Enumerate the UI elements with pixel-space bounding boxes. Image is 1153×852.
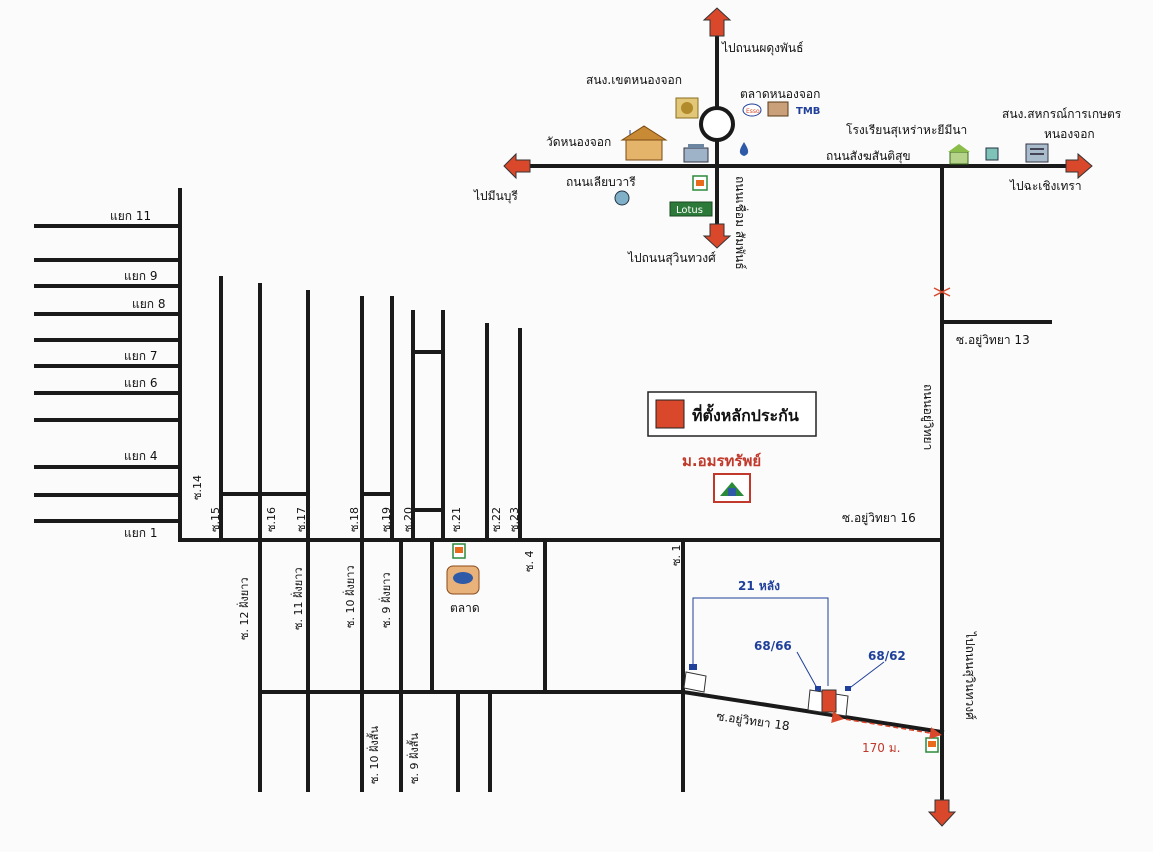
market-building-icon [767,101,789,117]
legend-swatch [655,399,685,429]
label-branch-6: แยก 6 [124,376,157,390]
label-school: โรงเรียนสุเหร่าหะยีมีนา [846,123,967,138]
label-liap-wari: ถนนเลียบวารี [566,175,636,189]
seven-eleven-icon [692,175,708,191]
project-logo-icon [713,473,751,503]
label-branch-11: แยก 11 [110,209,151,223]
label-soi-19: ซ.19 [380,507,393,532]
label-soi-15: ซ.15 [209,507,222,532]
soi-top-labels: ซ.14 ซ.15 ซ.16 ซ.17 ซ.18 ซ.19 ซ.20 ซ.21 … [191,475,521,532]
label-distance: 170 ม. [862,741,900,755]
arrow-east-icon [1065,152,1093,180]
label-project: ม.อมรทรัพย์ [682,452,761,470]
collateral-plot [821,689,837,713]
market-icon [446,565,480,595]
roundabout [699,106,735,142]
label-chueam: ถนนเชื่อม สัมพันธ์ [733,176,749,270]
label-district-office: สนง.เขตหนองจอก [586,73,682,87]
legend: ที่ตั้งหลักประกัน [647,391,817,437]
label-soi-23: ซ.23 [508,507,521,532]
label-south-right: ไปถนนสุวินทวงศ์ [962,631,977,720]
label-soi-20: ซ.20 [402,507,415,532]
label-soi-16t: ซ.16 [265,507,278,532]
emblem-icon [614,190,630,206]
label-uthai-road: ถนนอยู่วิทยา [920,384,935,450]
label-branch-9: แยก 9 [124,269,157,283]
road-network [34,28,1077,817]
label-soi-17: ซ.17 [295,507,308,532]
label-soi-16: ซ.อยู่วิทยา 16 [842,511,916,526]
landmarks: Esso TMB Lotus [446,97,1049,753]
arrow-south-right-icon [927,799,957,827]
bridge-mark [933,287,951,297]
label-soi-1: ซ. 1 [670,545,683,566]
label-addr1: 68/66 [754,639,792,653]
arrow-west-icon [503,152,531,180]
direction-arrows [503,7,1093,827]
collateral-annotation [683,597,942,739]
label-soi-22: ซ.22 [490,507,503,532]
esso-icon [742,103,762,117]
label-soi-9-long: ซ. 9 ฝั่งยาว [378,572,393,628]
building-icon [683,144,709,163]
label-addr2: 68/62 [868,649,906,663]
label-sangkhom: ถนนสังฆสันติสุข [826,149,911,164]
gas-station-icon [739,142,749,156]
arrow-north-icon [702,7,732,37]
label-coop-1: สนง.สหกรณ์การเกษตร [1002,107,1122,121]
label-coop-2: หนองจอก [1044,127,1095,141]
seven-eleven-icon-3 [925,737,939,753]
label-soi-18: ซ.อยู่วิทยา 18 [715,709,790,734]
soi-bottom-labels: ซ. 12 ฝั่งยาว ซ. 11 ฝั่งยาว ซ. 10 ฝั่งยา… [236,545,683,784]
label-soi-10-long: ซ. 10 ฝั่งยาว [342,565,357,628]
label-soi-14: ซ.14 [191,475,204,500]
label-market-nongjok: ตลาดหนองจอก [740,87,820,101]
lotus-store-icon: Lotus [669,201,713,217]
label-soi-10-short: ซ. 10 ฝั่งสั้น [366,726,381,784]
label-soi-21: ซ.21 [450,507,463,532]
label-market: ตลาด [450,601,480,615]
seven-eleven-icon-2 [452,543,466,559]
label-houses: 21 หลัง [738,579,780,593]
tmb-logo: TMB [796,106,820,117]
label-east: ไปฉะเชิงเทรา [1009,179,1082,193]
school-icon [948,144,970,165]
label-south-center: ไปถนนสุวินทวงศ์ [627,251,716,266]
arrow-south-center-icon [702,223,732,249]
label-wat: วัดหนองจอก [546,135,611,149]
label-north: ไปถนนผดุงพันธ์ [721,41,803,56]
label-soi-11-long: ซ. 11 ฝั่งยาว [290,567,305,630]
distance-arrow [831,711,942,739]
branch-labels: แยก 11 แยก 9 แยก 8 แยก 7 แยก 6 แยก 4 แยก… [110,209,165,540]
svg-text:Lotus: Lotus [676,205,703,216]
labels: ไปถนนผดุงพันธ์ สนง.เขตหนองจอก ตลาดหนองจอ… [450,41,1122,755]
label-branch-4: แยก 4 [124,449,157,463]
bank-icon [985,147,999,161]
legend-label: ที่ตั้งหลักประกัน [692,403,799,425]
temple-icon [620,125,668,161]
label-soi-18t: ซ.18 [348,507,361,532]
label-branch-8: แยก 8 [132,297,165,311]
label-soi-4: ซ. 4 [523,551,536,572]
label-soi-9-short: ซ. 9 ฝั่งสั้น [406,733,421,784]
label-soi-12-long: ซ. 12 ฝั่งยาว [236,577,251,640]
label-branch-7: แยก 7 [124,349,157,363]
label-soi-13: ซ.อยู่วิทยา 13 [956,333,1030,348]
label-branch-1: แยก 1 [124,526,157,540]
coop-building-icon [1025,143,1049,163]
svg-text:Esso: Esso [746,108,760,115]
label-west: ไปมีนบุรี [473,189,518,204]
